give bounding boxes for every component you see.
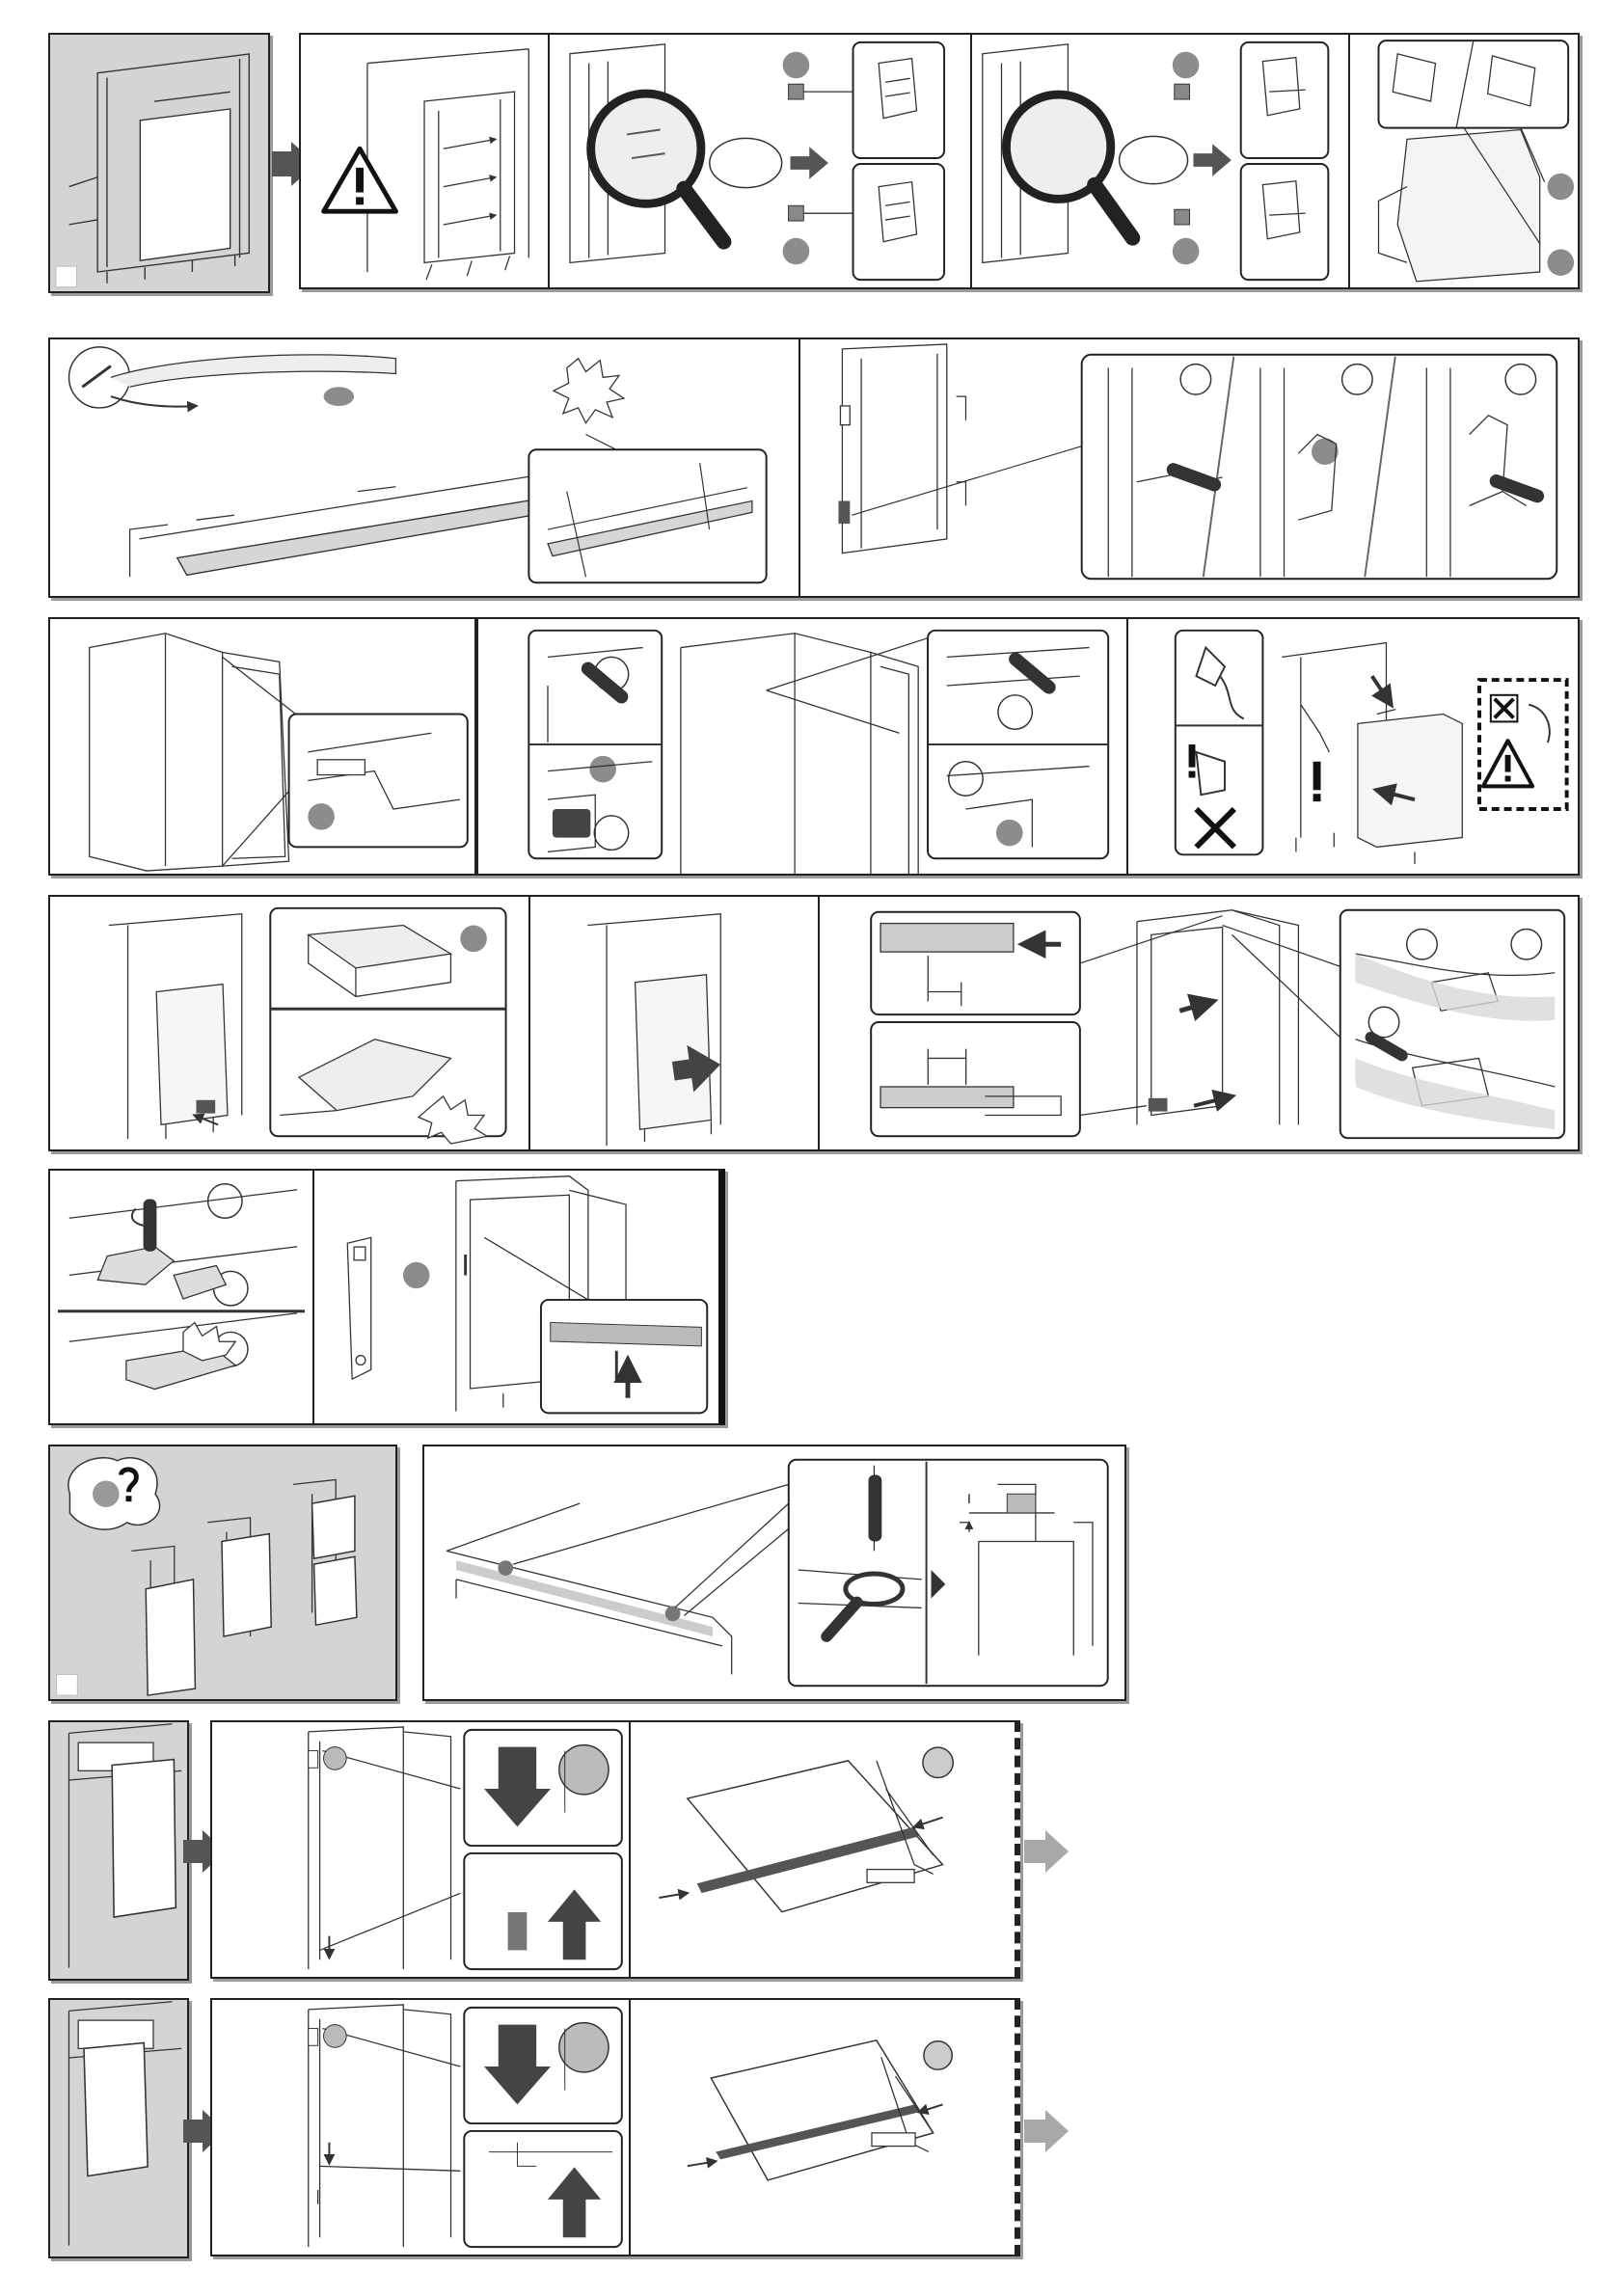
step-door-hooks-panel	[798, 338, 1580, 598]
step-single-door-overview-panel	[48, 1720, 189, 1981]
step-top-fixing-panel	[312, 1169, 725, 1425]
step-alignment-panel	[818, 895, 1580, 1151]
right-arrow-icon	[1193, 144, 1231, 176]
step-door-fixing-panel	[476, 617, 1128, 876]
step-single-door-hinge-panel	[210, 1720, 631, 1979]
step-niche-dimensions-panel	[299, 33, 550, 289]
step-power-connection-panel	[1126, 617, 1580, 876]
step-base-screw-panel	[48, 1169, 314, 1425]
click-burst-icon	[554, 359, 624, 423]
step-door-options-panel	[48, 1445, 397, 1701]
callout-badge	[783, 238, 810, 265]
step-push-in-panel	[528, 895, 820, 1151]
step-base-cover-panel	[48, 895, 530, 1151]
step-lower-door-template-panel	[629, 1998, 1020, 2256]
step-lower-door-hinge-panel	[210, 1998, 631, 2256]
step-hinge-check-left-panel	[548, 33, 972, 289]
screwdriver-icon	[869, 1475, 882, 1542]
exclamation-icon	[1189, 744, 1196, 768]
step-rail-mounting-panel	[48, 338, 800, 598]
step-hinge-check-right-panel	[970, 33, 1350, 289]
step-hinge-detail-panel	[1348, 33, 1580, 289]
right-arrow-icon	[1022, 2108, 1070, 2154]
step-niche-overview-panel	[48, 33, 270, 293]
step-height-adjust-panel	[422, 1445, 1126, 1701]
warning-triangle-icon	[324, 149, 396, 211]
magnifier-icon	[1006, 95, 1132, 238]
magnifier-icon	[591, 94, 724, 242]
step-lower-door-overview-panel	[48, 1998, 189, 2258]
callout-badge	[783, 52, 810, 79]
right-arrow-icon	[791, 147, 828, 178]
step-single-door-template-panel	[629, 1720, 1020, 1979]
right-arrow-icon	[1022, 1828, 1070, 1875]
step-door-open-panel	[48, 617, 476, 876]
appliance-in-niche-illustration	[50, 35, 268, 291]
question-person-icon	[68, 1458, 160, 1529]
